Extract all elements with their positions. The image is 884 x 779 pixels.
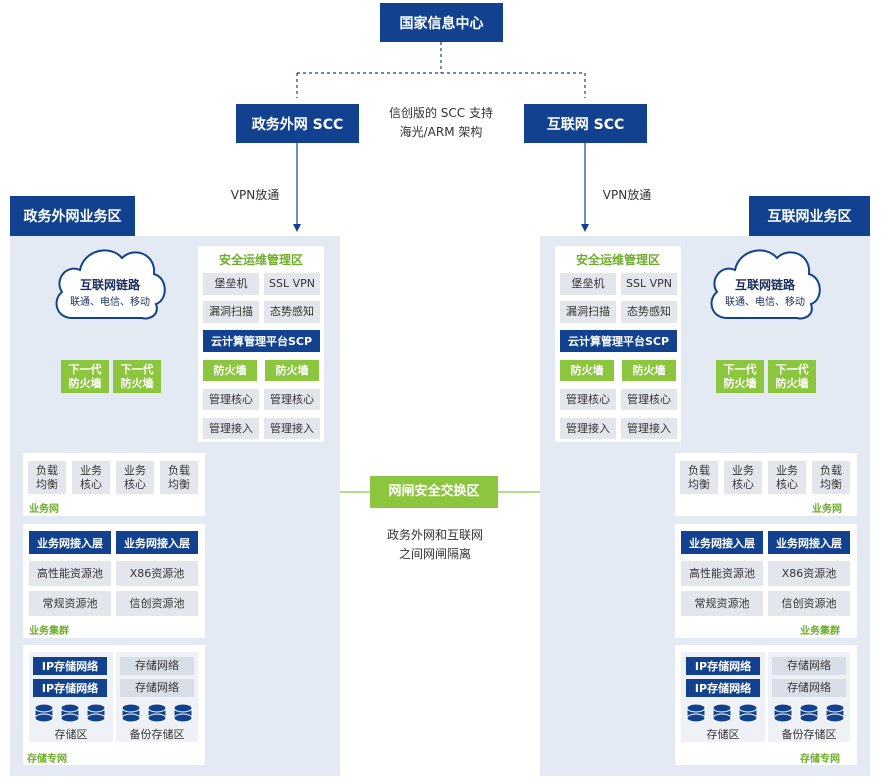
scc-note: 信创版的 SCC 支持 海光/ARM 架构	[370, 104, 512, 142]
right-scp: 云计算管理平台SCP	[560, 330, 677, 352]
right-mgmt-core-2: 管理核心	[621, 389, 677, 410]
left-mgmt-core-2: 管理核心	[264, 389, 320, 410]
internet-scc: 互联网 SCC	[524, 104, 647, 143]
vpn-label-left: VPN放通	[230, 188, 280, 202]
left-mgmt-access-1: 管理接入	[203, 418, 259, 439]
right-load-balancer-2: 负载 均衡	[812, 461, 850, 494]
left-xinchuang-pool: 信创资源池	[116, 591, 198, 616]
left-ngfw-2: 下一代 防火墙	[113, 360, 161, 393]
left-access-layer-1: 业务网接入层	[29, 531, 111, 554]
right-firewall-1: 防火墙	[560, 360, 614, 381]
scc-note-line1: 信创版的 SCC 支持	[388, 106, 493, 120]
left-biz-core-2: 业务 核心	[116, 461, 154, 494]
right-access-layer-2: 业务网接入层	[768, 531, 850, 554]
left-zone-title: 政务外网业务区	[10, 196, 135, 236]
left-cloud-subtitle: 联通、电信、移动	[70, 297, 150, 308]
right-storage-disks-icon	[686, 703, 758, 723]
right-xinchuang-pool: 信创资源池	[768, 591, 850, 616]
left-hpc-pool: 高性能资源池	[29, 561, 111, 586]
right-biz-core-2: 业务 核心	[768, 461, 806, 494]
left-bastion: 堡垒机	[203, 273, 259, 295]
gateway-note: 政务外网和互联网 之间网闸隔离	[360, 526, 510, 564]
right-backup-area-label: 备份存储区	[781, 728, 837, 741]
right-firewall-2: 防火墙	[622, 360, 676, 381]
right-ip-storage-net-2: IP存储网络	[686, 679, 760, 697]
right-ssl-vpn: SSL VPN	[621, 273, 677, 295]
right-bastion: 堡垒机	[560, 273, 616, 295]
left-load-balancer-2: 负载 均衡	[160, 461, 198, 494]
left-ssl-vpn: SSL VPN	[264, 273, 320, 295]
right-storage-label: 存储专网	[800, 754, 840, 765]
right-biz-core-1: 业务 核心	[724, 461, 762, 494]
right-cloud-title: 互联网链路	[734, 278, 795, 292]
right-cluster-label: 业务集群	[800, 626, 840, 637]
left-storage-net-2: 存储网络	[120, 679, 194, 697]
right-cloud-icon	[710, 249, 821, 320]
left-scp: 云计算管理平台SCP	[203, 330, 320, 352]
vpn-label-right: VPN放通	[602, 188, 652, 202]
right-ngfw-2: 下一代 防火墙	[768, 360, 816, 393]
left-situation: 态势感知	[264, 301, 320, 323]
left-cloud-label: 互联网链路 联通、电信、移动	[50, 276, 170, 308]
right-mgmt-core-1: 管理核心	[560, 389, 616, 410]
gov-scc: 政务外网 SCC	[236, 104, 359, 143]
left-backup-area-label: 备份存储区	[129, 728, 185, 741]
left-load-balancer-1: 负载 均衡	[28, 461, 66, 494]
right-ops-title: 安全运维管理区	[575, 253, 660, 267]
right-biz-net-label: 业务网	[812, 504, 842, 515]
right-x86-pool: X86资源池	[768, 561, 850, 586]
left-ip-storage-net-2: IP存储网络	[33, 679, 107, 697]
left-storage-disks-icon	[34, 703, 106, 723]
gateway-note-line2: 之间网闸隔离	[398, 547, 471, 562]
right-mgmt-access-2: 管理接入	[621, 418, 677, 439]
right-vuln-scan: 漏洞扫描	[560, 301, 616, 323]
right-ip-storage-net-1: IP存储网络	[686, 657, 760, 675]
left-cloud-icon	[55, 249, 166, 320]
left-ngfw-1: 下一代 防火墙	[61, 360, 109, 393]
right-storage-net-1: 存储网络	[772, 657, 846, 675]
left-regular-pool: 常规资源池	[29, 591, 111, 616]
left-storage-net-1: 存储网络	[120, 657, 194, 675]
gateway-zone: 网闸安全交换区	[370, 476, 498, 508]
national-info-center: 国家信息中心	[380, 3, 503, 42]
left-access-layer-2: 业务网接入层	[116, 531, 198, 554]
right-backup-disks-icon	[773, 703, 845, 723]
left-firewall-2: 防火墙	[265, 360, 319, 381]
right-hpc-pool: 高性能资源池	[681, 561, 763, 586]
gateway-note-line1: 政务外网和互联网	[386, 528, 483, 542]
left-vuln-scan: 漏洞扫描	[203, 301, 259, 323]
scc-note-line2: 海光/ARM 架构	[399, 125, 483, 140]
left-mgmt-core-1: 管理核心	[203, 389, 259, 410]
right-storage-area-label: 存储区	[706, 728, 740, 741]
left-cloud-title: 互联网链路	[79, 278, 140, 292]
left-ip-storage-net-1: IP存储网络	[33, 657, 107, 675]
left-mgmt-access-2: 管理接入	[264, 418, 320, 439]
right-situation: 态势感知	[621, 301, 677, 323]
left-firewall-1: 防火墙	[203, 360, 257, 381]
right-zone-title: 互联网业务区	[749, 196, 870, 236]
left-biz-core-1: 业务 核心	[72, 461, 110, 494]
left-cluster-label: 业务集群	[29, 626, 69, 637]
left-biz-net-label: 业务网	[29, 504, 59, 515]
right-regular-pool: 常规资源池	[681, 591, 763, 616]
right-storage-net-2: 存储网络	[772, 679, 846, 697]
left-storage-area-label: 存储区	[54, 728, 88, 741]
right-access-layer-1: 业务网接入层	[681, 531, 763, 554]
right-cloud-label: 互联网链路 联通、电信、移动	[705, 276, 825, 308]
left-storage-label: 存储专网	[27, 754, 67, 765]
right-cloud-subtitle: 联通、电信、移动	[725, 297, 805, 308]
left-x86-pool: X86资源池	[116, 561, 198, 586]
left-ops-title: 安全运维管理区	[218, 253, 303, 267]
right-load-balancer-1: 负载 均衡	[680, 461, 718, 494]
right-mgmt-access-1: 管理接入	[560, 418, 616, 439]
right-ngfw-1: 下一代 防火墙	[716, 360, 764, 393]
left-backup-disks-icon	[121, 703, 193, 723]
